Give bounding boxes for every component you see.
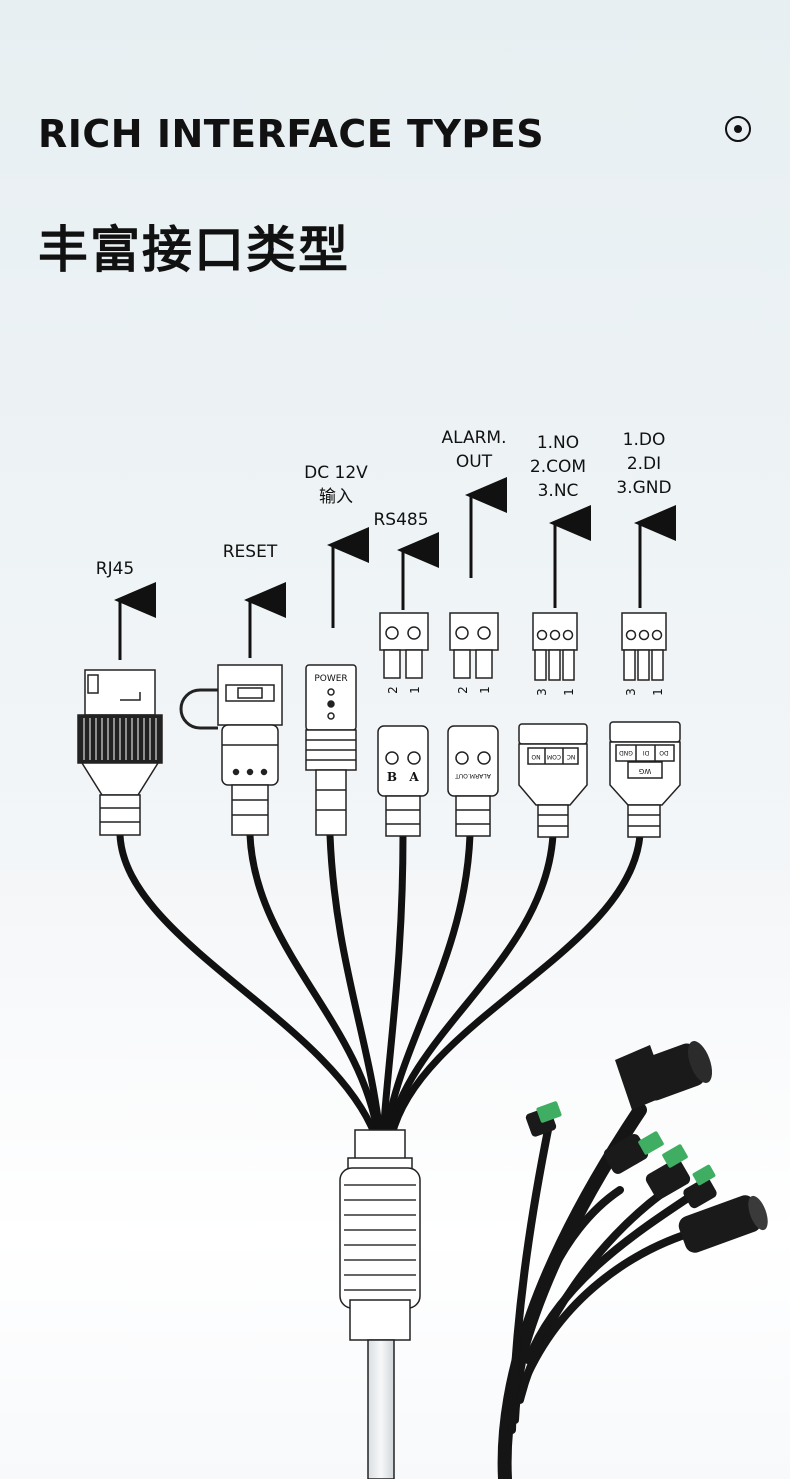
wiegand-pin-1: 1 xyxy=(651,688,665,696)
wiegand-face-gnd: GND xyxy=(619,749,633,756)
page-title-english: RICH INTERFACE TYPES xyxy=(38,112,545,156)
label-wiegand: 1.DO 2.DI 3.GND xyxy=(616,430,672,498)
rs485-connector: 2 1 B A xyxy=(377,612,429,837)
relay-pin-1: 1 xyxy=(562,688,576,696)
rs485-pin-2: 2 xyxy=(386,686,400,694)
radio-dot-icon xyxy=(725,116,751,142)
alarm-pin-2: 2 xyxy=(456,686,470,694)
relay-face-com: COM xyxy=(547,753,561,760)
label-relay: 1.NO 2.COM 3.NC xyxy=(529,433,587,501)
label-alarm-out: ALARM. OUT xyxy=(441,428,507,472)
reset-connector xyxy=(179,664,283,836)
alarm-face-text: ALARM.OUT xyxy=(455,772,491,779)
rs485-pin-1: 1 xyxy=(408,686,422,694)
rj45-connector xyxy=(77,669,163,836)
product-photo xyxy=(497,1041,768,1479)
page-title-chinese: 丰富接口类型 xyxy=(38,221,350,279)
relay-connector: 3 1 NO COM NC xyxy=(518,612,588,838)
dc-power-connector: POWER xyxy=(305,664,357,836)
alarm-out-connector: 2 1 ALARM.OUT xyxy=(447,612,499,837)
relay-face-nc: NC xyxy=(567,753,576,760)
wiegand-face-do: DO xyxy=(659,749,669,756)
wiegand-pin-3: 3 xyxy=(624,688,638,696)
wiegand-face-wg: WG xyxy=(639,767,651,775)
power-face-text: POWER xyxy=(314,674,347,684)
cable-bundle xyxy=(116,831,644,1139)
label-rj45: RJ45 xyxy=(95,559,135,579)
arrows xyxy=(114,477,676,660)
relay-pin-3: 3 xyxy=(535,688,549,696)
rs485-face-a: A xyxy=(408,770,419,784)
rs485-face-b: B xyxy=(387,770,397,784)
trunk-connector xyxy=(339,1129,421,1479)
relay-face-no: NO xyxy=(531,753,540,760)
label-rs485: RS485 xyxy=(373,510,429,530)
label-dc12v: DC 12V 输入 xyxy=(304,463,368,507)
wiegand-connector: 3 1 GND DI DO WG xyxy=(609,612,681,838)
label-reset: RESET xyxy=(222,542,278,562)
alarm-pin-1: 1 xyxy=(478,686,492,694)
wiegand-face-di: DI xyxy=(643,749,650,756)
